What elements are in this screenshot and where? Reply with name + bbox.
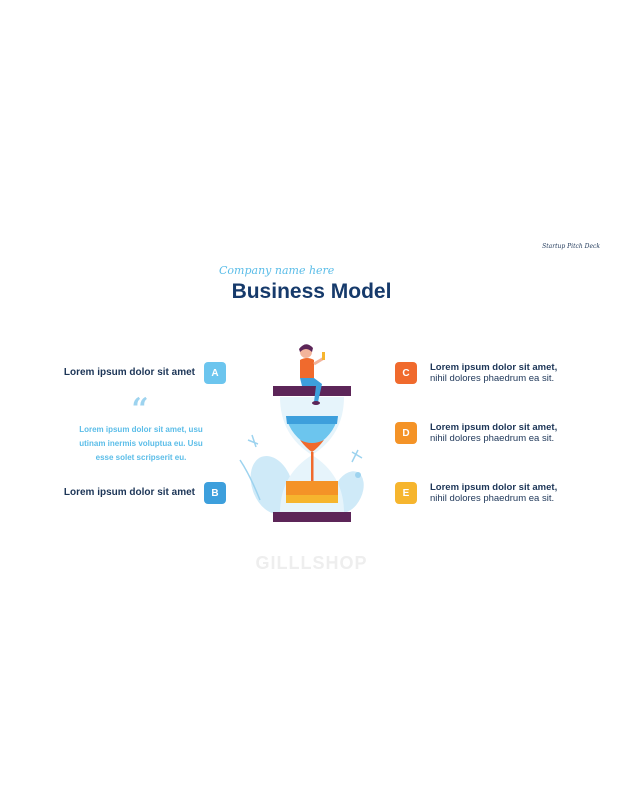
item-a-label: Lorem ipsum dolor sit amet [63, 367, 195, 378]
badge-c: C [395, 362, 417, 384]
badge-d: D [395, 422, 417, 444]
item-b-label: Lorem ipsum dolor sit amet [63, 487, 195, 498]
page-title: Business Model [231, 280, 392, 303]
badge-a: A [204, 362, 226, 384]
company-name-subtitle: Company name here [219, 264, 335, 277]
item-c-body: nihil dolores phaedrum ea sit. [430, 373, 555, 384]
badge-e: E [395, 482, 417, 504]
item-e-body: nihil dolores phaedrum ea sit. [430, 493, 555, 504]
deck-tag: Startup Pitch Deck [542, 243, 600, 250]
badge-b: B [204, 482, 226, 504]
quote-icon: “ [131, 392, 149, 427]
hourglass-with-person-icon [239, 344, 364, 522]
item-d-text: Lorem ipsum dolor sit amet, nihil dolore… [430, 422, 600, 444]
quote-text: Lorem ipsum dolor sit amet, usu utinam i… [79, 425, 203, 462]
item-c-title: Lorem ipsum dolor sit amet, [430, 362, 558, 373]
item-d-title: Lorem ipsum dolor sit amet, [430, 422, 558, 433]
watermark: GILLLSHOP [255, 553, 368, 573]
item-d-body: nihil dolores phaedrum ea sit. [430, 433, 555, 444]
item-e-text: Lorem ipsum dolor sit amet, nihil dolore… [430, 482, 600, 504]
item-e-title: Lorem ipsum dolor sit amet, [430, 482, 558, 493]
item-c-text: Lorem ipsum dolor sit amet, nihil dolore… [430, 362, 600, 384]
